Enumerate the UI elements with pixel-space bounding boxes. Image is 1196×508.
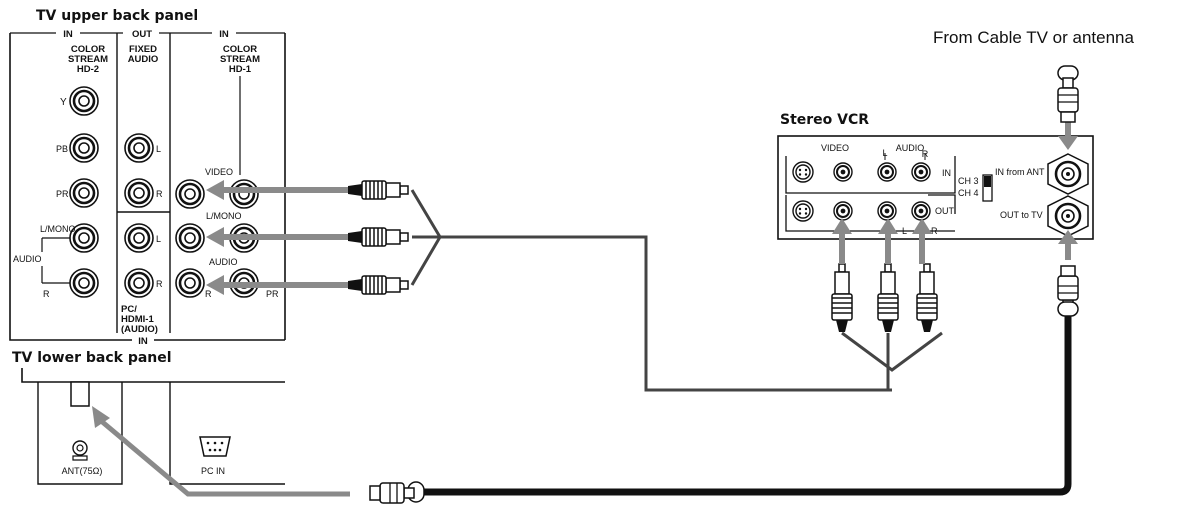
hd1-pr-label: PR bbox=[266, 289, 279, 299]
hd1-audio-label: AUDIO bbox=[209, 257, 238, 267]
hd1-video-jack bbox=[174, 178, 206, 210]
lower-panel: ANT(75Ω) PC IN bbox=[21, 368, 285, 485]
vcr-in-from-ant-label: IN from ANT bbox=[995, 167, 1045, 177]
vcr-svideo-in-jack bbox=[792, 161, 814, 183]
color-stream-hd2-line1: COLOR bbox=[71, 44, 105, 55]
vcr-audio-out-l-jack bbox=[877, 201, 897, 221]
vcr-title: Stereo VCR bbox=[780, 112, 869, 128]
vcr-audio-in-r-jack bbox=[911, 162, 931, 182]
coax-plug-antenna bbox=[1057, 77, 1079, 123]
vcr-video-label: VIDEO bbox=[821, 143, 849, 153]
pc-hdmi-in-label: IN bbox=[138, 336, 148, 347]
fixed-audio-line1: FIXED bbox=[129, 44, 157, 55]
rca-plug-left-tv bbox=[347, 227, 409, 247]
hd1-l-mono-jack bbox=[174, 222, 206, 254]
jack-y bbox=[68, 85, 100, 117]
hd1-r-label: R bbox=[205, 289, 212, 299]
vcr-out-r-label: R bbox=[931, 226, 938, 236]
color-stream-hd1-line2: STREAM bbox=[220, 54, 260, 65]
jack-audio-r bbox=[68, 267, 100, 299]
upper-panel-title: TV upper back panel bbox=[36, 8, 198, 24]
pc-hdmi-line2: HDMI-1 bbox=[121, 314, 154, 325]
fixed-r-label: R bbox=[156, 189, 163, 199]
fixed-l-label: L bbox=[156, 144, 161, 154]
jack-l-mono-label: L/MONO bbox=[40, 224, 76, 234]
group-in-left-label: IN bbox=[63, 29, 73, 40]
vcr-ant-in-jack bbox=[1047, 153, 1089, 195]
jack-pr bbox=[68, 177, 100, 209]
vcr-out-l-label: L bbox=[902, 226, 907, 236]
stereo-vcr: VIDEO AUDIO L R IN OUT L R CH 3 CH 4 IN … bbox=[777, 135, 1094, 240]
hd1-audio-r-jack bbox=[174, 267, 206, 299]
ant-label: ANT(75Ω) bbox=[62, 466, 103, 476]
vcr-ch3-label: CH 3 bbox=[958, 176, 979, 186]
jack-pb bbox=[68, 132, 100, 164]
group-in-right-label: IN bbox=[219, 29, 229, 40]
rca-plug-right-vcr bbox=[916, 263, 938, 333]
upper-panel: IN OUT IN COLOR STREAM HD-2 FIXED AUDIO … bbox=[9, 27, 286, 347]
fixed-audio-line2: AUDIO bbox=[128, 54, 159, 65]
rca-plug-left-vcr bbox=[877, 263, 899, 333]
jack-r-label: R bbox=[43, 289, 50, 299]
jack-audio-label: AUDIO bbox=[13, 254, 42, 264]
vcr-audio-l-label: L bbox=[882, 148, 887, 158]
vcr-video-in-jack bbox=[833, 162, 853, 182]
pc-hdmi-line1: PC/ bbox=[121, 304, 137, 315]
source-label: From Cable TV or antenna bbox=[933, 28, 1134, 47]
fixed-audio-jack-l bbox=[123, 132, 155, 164]
rca-plug-video-tv bbox=[347, 180, 409, 200]
color-stream-hd2-line2: STREAM bbox=[68, 54, 108, 65]
rca-plug-video-vcr bbox=[831, 263, 853, 333]
rca-plug-right-tv bbox=[347, 275, 409, 295]
jack-pb-label: PB bbox=[56, 144, 68, 154]
hd1-video-label: VIDEO bbox=[205, 167, 233, 177]
pc-in-label: PC IN bbox=[201, 466, 225, 476]
lower-panel-title: TV lower back panel bbox=[12, 350, 172, 366]
fixed-audio-jack-r bbox=[123, 177, 155, 209]
pc-audio-r-label: R bbox=[156, 279, 163, 289]
pc-audio-jack-l bbox=[123, 222, 155, 254]
color-stream-hd2-line3: HD-2 bbox=[77, 64, 99, 75]
vcr-audio-r-label: R bbox=[922, 149, 929, 159]
vcr-svideo-out-jack bbox=[792, 200, 814, 222]
coax-plug-tv bbox=[369, 482, 415, 504]
pc-audio-l-label: L bbox=[156, 234, 161, 244]
pc-audio-jack-r bbox=[123, 267, 155, 299]
antenna-socket-icon bbox=[72, 440, 88, 461]
vcr-audio-out-r-jack bbox=[911, 201, 931, 221]
vcr-out-label: OUT bbox=[935, 206, 955, 216]
jack-pr-label: PR bbox=[56, 189, 69, 199]
vcr-out-to-tv-jack bbox=[1047, 195, 1089, 237]
connection-arrows bbox=[92, 103, 1078, 497]
jack-y-label: Y bbox=[60, 97, 67, 108]
hd1-l-mono-label: L/MONO bbox=[206, 211, 242, 221]
vcr-video-out-jack bbox=[833, 201, 853, 221]
vcr-channel-switch bbox=[982, 174, 993, 202]
vcr-ch4-label: CH 4 bbox=[958, 188, 979, 198]
color-stream-hd1-line3: HD-1 bbox=[229, 64, 252, 75]
vcr-audio-in-l-jack bbox=[877, 162, 897, 182]
pc-in-port-icon bbox=[199, 436, 231, 457]
pc-hdmi-line3: (AUDIO) bbox=[121, 324, 158, 335]
color-stream-hd1-line1: COLOR bbox=[223, 44, 257, 55]
hd1-y-jack bbox=[228, 178, 260, 210]
group-out-label: OUT bbox=[132, 29, 152, 40]
vcr-in-label: IN bbox=[942, 168, 951, 178]
vcr-out-to-tv-label: OUT to TV bbox=[1000, 210, 1043, 220]
audio-video-cable bbox=[410, 189, 943, 392]
vcr-audio-label: AUDIO bbox=[896, 143, 925, 153]
coax-cable bbox=[369, 65, 1079, 504]
